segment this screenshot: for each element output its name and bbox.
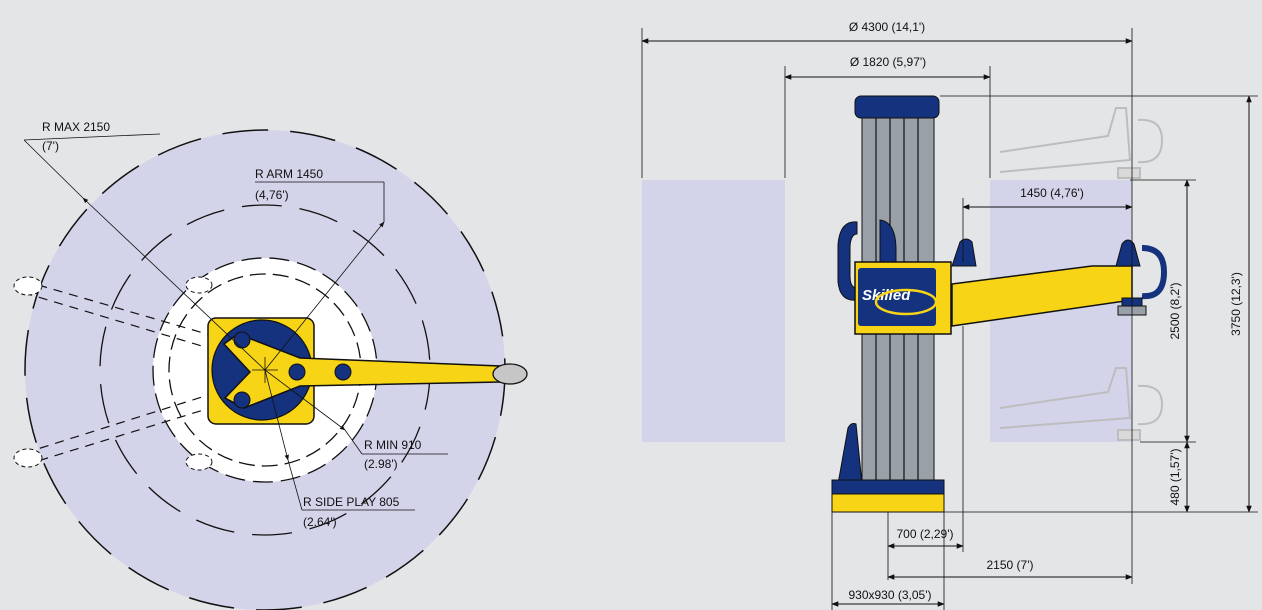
elevation-view: Skilled bbox=[641, 28, 1258, 610]
label-arm-reach: 1450 (4,76') bbox=[1020, 186, 1084, 200]
lift-arm-top bbox=[222, 331, 528, 409]
lift-carriage bbox=[854, 238, 1168, 335]
ghost-pad-upper bbox=[13, 276, 43, 296]
label-diameter-inner: Ø 1820 (5,97') bbox=[850, 55, 926, 69]
label-max-reach: 2150 (7') bbox=[987, 558, 1034, 572]
label-r-max-ft: (7') bbox=[42, 139, 59, 153]
label-r-side-play: R SIDE PLAY 805 bbox=[303, 495, 400, 509]
ghost-arm-upper bbox=[999, 107, 1164, 179]
label-r-min-ft: (2.98') bbox=[364, 457, 398, 471]
label-r-arm-ft: (4,76') bbox=[255, 188, 289, 202]
label-lift-height: 2500 (8,2') bbox=[1168, 283, 1182, 340]
ghost-pad-inner-upper bbox=[185, 276, 213, 294]
lift-pad-top bbox=[492, 363, 528, 385]
label-total-height: 3750 (12,3') bbox=[1229, 272, 1243, 336]
label-r-arm: R ARM 1450 bbox=[255, 167, 323, 181]
ghost-pad-lower bbox=[13, 448, 43, 468]
label-column-offset: 700 (2,29') bbox=[897, 527, 954, 541]
label-diameter-outer: Ø 4300 (14,1') bbox=[849, 20, 925, 34]
label-r-min: R MIN 910 bbox=[364, 438, 422, 452]
label-base-size: 930x930 (3,05') bbox=[848, 588, 931, 602]
plan-view bbox=[13, 129, 528, 610]
ghost-pad-inner-lower bbox=[185, 453, 213, 471]
label-r-max: R MAX 2150 bbox=[42, 120, 110, 134]
dimension-lines bbox=[641, 28, 1258, 610]
label-min-height: 480 (1,57') bbox=[1168, 449, 1182, 506]
zone-left bbox=[642, 180, 785, 442]
label-r-side-play-ft: (2.64') bbox=[303, 515, 337, 529]
brand-logo-swoosh bbox=[874, 288, 938, 316]
ghost-arm-lower bbox=[999, 367, 1164, 441]
